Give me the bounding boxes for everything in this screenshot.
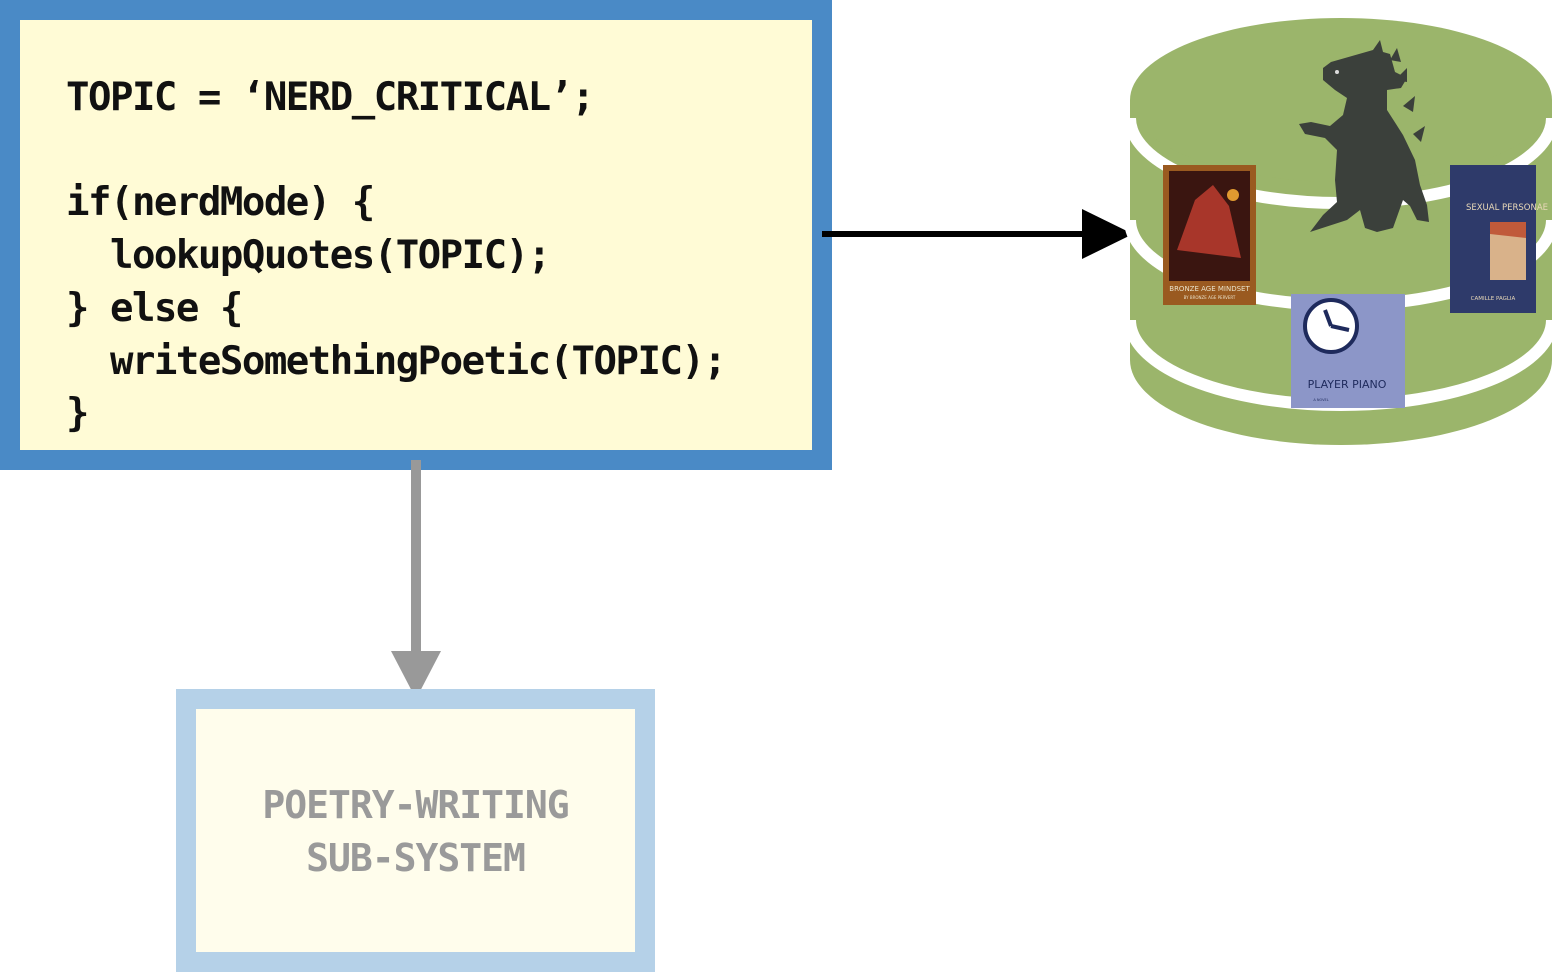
book-sexual-author: CAMILLE PAGLIA [1471,296,1516,302]
book-player-piano: PLAYER PIANO A NOVEL [1291,294,1405,408]
godzilla-figure-icon [1299,40,1429,232]
arrowhead-subsystem-icon [391,651,441,699]
code-box: TOPIC = ‘NERD_CRITICAL’; if(nerdMode) { … [0,0,832,470]
subsystem-label-line1: POETRY-WRITING [262,783,569,827]
code-line-7: } [66,391,89,436]
book-sexual-title: SEXUAL PERSONAE [1466,203,1548,213]
code-line-1: TOPIC = ‘NERD_CRITICAL’; [66,75,595,120]
book-bronze-age-mindset: BRONZE AGE MINDSET BY BRONZE AGE PERVERT [1163,165,1256,305]
book-sexual-personae: SEXUAL PERSONAE CAMILLE PAGLIA [1450,165,1548,313]
book-bronze-author: BY BRONZE AGE PERVERT [1184,295,1236,300]
subsystem-box: POETRY-WRITING SUB-SYSTEM [176,689,655,972]
book-player-subtitle: A NOVEL [1313,398,1328,402]
subsystem-panel: POETRY-WRITING SUB-SYSTEM [196,709,635,952]
book-player-title: PLAYER PIANO [1308,378,1387,391]
code-line-4: lookupQuotes(TOPIC); [66,233,551,278]
book-bronze-title: BRONZE AGE MINDSET [1169,285,1250,293]
code-line-5: } else { [66,286,243,331]
database-cylinder: BRONZE AGE MINDSET BY BRONZE AGE PERVERT… [1125,18,1557,445]
code-panel: TOPIC = ‘NERD_CRITICAL’; if(nerdMode) { … [20,20,812,450]
subsystem-label-line2: SUB-SYSTEM [306,836,526,880]
arrowhead-database-icon [1082,209,1133,259]
code-line-3: if(nerdMode) { [66,180,375,225]
code-line-6: writeSomethingPoetic(TOPIC); [66,339,727,384]
